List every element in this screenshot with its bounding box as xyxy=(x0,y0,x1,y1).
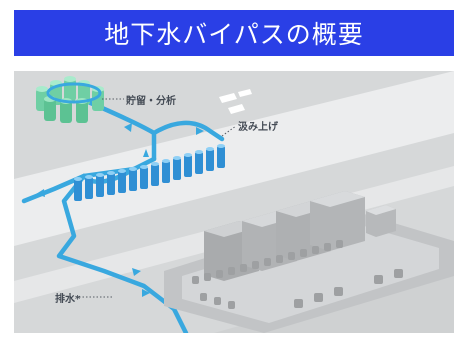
road-band-upper xyxy=(14,71,454,246)
pumping-wells xyxy=(74,144,225,201)
illustration-canvas xyxy=(14,71,454,336)
storage-tanks xyxy=(36,76,104,123)
storage-analysis-label: 貯留・分析 xyxy=(126,96,176,107)
page-title: 地下水バイパスの概要 xyxy=(104,20,364,49)
label-leaders xyxy=(79,98,237,298)
flow-arrows xyxy=(36,123,204,297)
reactor-complex xyxy=(164,191,454,333)
road-markings xyxy=(219,89,252,114)
pumping-label: 汲み上げ xyxy=(238,122,278,133)
drainage-label: 排水* xyxy=(55,294,81,305)
bypass-illustration: 貯留・分析 汲み上げ 排水* xyxy=(14,71,454,336)
title-banner: 地下水バイパスの概要 xyxy=(14,10,454,56)
